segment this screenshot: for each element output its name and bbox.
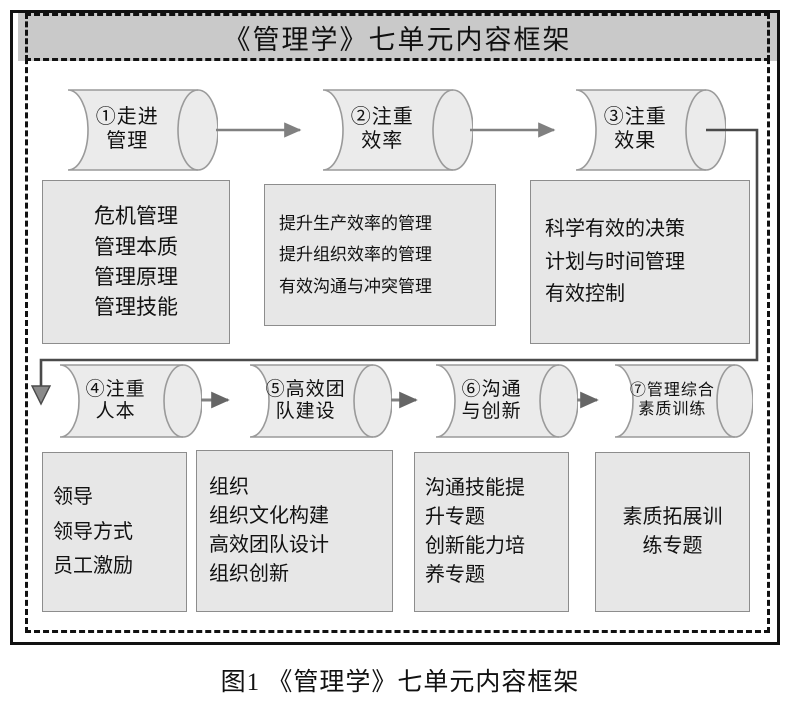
detail-box-unit-6: 沟通技能提 升专题 创新能力培 养专题 bbox=[414, 452, 569, 612]
detail-box-unit-5: 组织 组织文化构建 高效团队设计 组织创新 bbox=[196, 450, 393, 612]
detail-box-unit-4: 领导 领导方式 员工激励 bbox=[42, 452, 187, 612]
detail-box-unit-1: 危机管理 管理本质 管理原理 管理技能 bbox=[42, 180, 230, 344]
page-title: 《管理学》七单元内容框架 bbox=[223, 24, 572, 55]
cylinder-label: ⑥沟通 与创新 bbox=[461, 378, 522, 422]
cylinder-unit-3[interactable]: ③注重 效果 bbox=[558, 88, 726, 172]
cylinder-unit-5[interactable]: ⑤高效团 队建设 bbox=[232, 363, 392, 439]
detail-text: 沟通技能提 升专题 创新能力培 养专题 bbox=[425, 477, 525, 586]
cylinder-unit-2[interactable]: ②注重 效率 bbox=[305, 88, 473, 172]
cylinder-label: ⑦管理综合 素质训练 bbox=[629, 382, 715, 418]
cylinder-label: ①走进 管理 bbox=[95, 106, 159, 152]
detail-box-unit-7: 素质拓展训 练专题 bbox=[595, 452, 750, 612]
cylinder-unit-6[interactable]: ⑥沟通 与创新 bbox=[418, 363, 578, 439]
detail-text: 危机管理 管理本质 管理原理 管理技能 bbox=[94, 204, 178, 320]
detail-text: 组织 组织文化构建 高效团队设计 组织创新 bbox=[209, 476, 329, 585]
cylinder-unit-7[interactable]: ⑦管理综合 素质训练 bbox=[598, 363, 753, 439]
cylinder-label: ④注重 人本 bbox=[85, 378, 146, 422]
detail-box-unit-3: 科学有效的决策 计划与时间管理 有效控制 bbox=[530, 180, 750, 344]
title-band: 《管理学》七单元内容框架 bbox=[18, 13, 777, 61]
cylinder-label: ③注重 效果 bbox=[603, 106, 667, 152]
figure-caption: 图1 《管理学》七单元内容框架 bbox=[220, 669, 580, 696]
detail-text: 提升生产效率的管理 提升组织效率的管理 有效沟通与冲突管理 bbox=[279, 213, 432, 296]
detail-text: 领导 领导方式 员工激励 bbox=[53, 486, 133, 578]
cylinder-unit-1[interactable]: ①走进 管理 bbox=[50, 88, 218, 172]
detail-text: 科学有效的决策 计划与时间管理 有效控制 bbox=[545, 218, 685, 306]
detail-box-unit-2: 提升生产效率的管理 提升组织效率的管理 有效沟通与冲突管理 bbox=[264, 184, 496, 326]
detail-text: 素质拓展训 练专题 bbox=[622, 506, 723, 557]
cylinder-label: ⑤高效团 队建设 bbox=[265, 378, 346, 422]
cylinder-unit-4[interactable]: ④注重 人本 bbox=[42, 363, 202, 439]
cylinder-label: ②注重 效率 bbox=[350, 106, 414, 152]
